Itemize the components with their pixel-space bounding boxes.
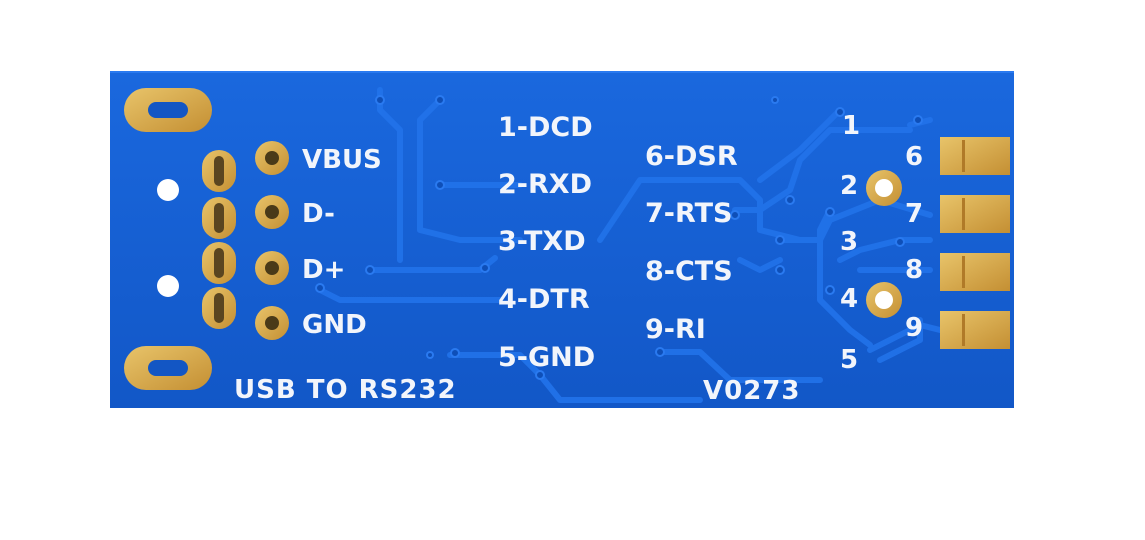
signal-label-cts: 8-CTS xyxy=(645,256,733,287)
mounting-holes xyxy=(157,179,179,297)
usb-pins xyxy=(202,150,236,329)
pin-number-9: 9 xyxy=(905,313,923,343)
db9-round-pads xyxy=(866,170,902,318)
signal-label-rts: 7-RTS xyxy=(645,198,732,229)
pin-number-4: 4 xyxy=(840,284,858,314)
pin-number-2: 2 xyxy=(840,171,858,201)
label-d-minus: D- xyxy=(302,199,335,229)
signal-label-rxd: 2-RXD xyxy=(498,169,592,200)
signal-label-dtr: 4-DTR xyxy=(498,284,590,315)
pin-number-1: 1 xyxy=(842,111,860,141)
label-d-plus: D+ xyxy=(302,255,345,285)
label-gnd: GND xyxy=(302,310,367,340)
pin-number-6: 6 xyxy=(905,142,923,172)
usb-mount-pads xyxy=(124,88,212,390)
pin-number-8: 8 xyxy=(905,255,923,285)
pcb-traces xyxy=(317,87,943,403)
signal-label-dsr: 6-DSR xyxy=(645,141,738,172)
signal-label-ri: 9-RI xyxy=(645,314,706,345)
pin-number-7: 7 xyxy=(905,199,923,229)
vias xyxy=(315,95,923,380)
usb-round-pads xyxy=(255,141,289,340)
signal-label-dcd: 1-DCD xyxy=(498,112,593,143)
edge-connector-pads xyxy=(940,137,1010,349)
pin-number-3: 3 xyxy=(840,227,858,257)
board-version: V0273 xyxy=(703,376,801,406)
pin-number-5: 5 xyxy=(840,345,858,375)
signal-label-txd: 3-TXD xyxy=(498,226,586,257)
signal-label-gnd: 5-GND xyxy=(498,342,595,373)
label-vbus: VBUS xyxy=(302,145,382,175)
board-title: USB TO RS232 xyxy=(234,375,457,405)
